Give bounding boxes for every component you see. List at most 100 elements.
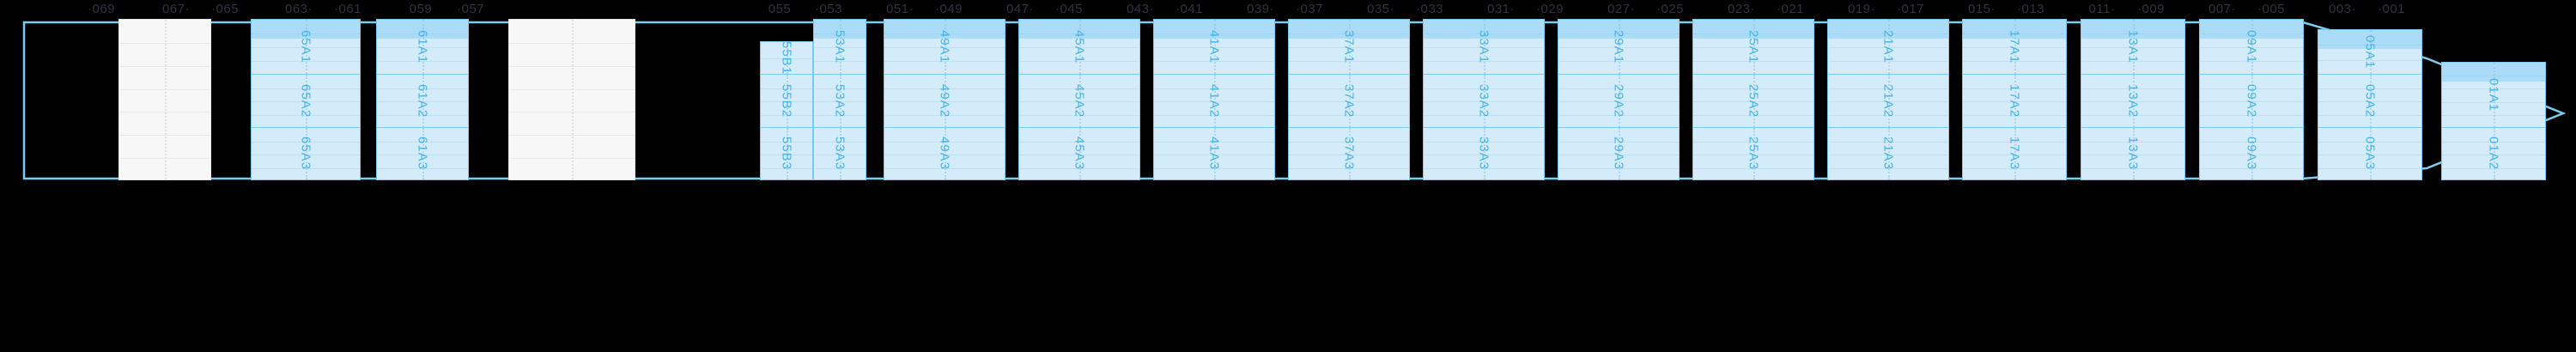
empty-bay-segment[interactable] [118, 19, 211, 180]
bay-segment[interactable]: 55B3 [760, 127, 813, 180]
bay-tick-label: ·001 [2377, 2, 2406, 16]
bay-segment[interactable]: 49A2 [884, 74, 1005, 127]
bay-segment[interactable]: 01A1 [2441, 62, 2546, 127]
tier-row-lines [1424, 20, 1544, 74]
bay-segment[interactable]: 09A1 [2199, 19, 2304, 74]
bay-tick-label: ·025 [1656, 2, 1685, 16]
bay-segment[interactable]: 65A3 [251, 127, 361, 180]
bay-centerline [2370, 75, 2372, 127]
bay-segment[interactable]: 25A1 [1692, 19, 1814, 74]
bay-segment[interactable]: 45A3 [1018, 127, 1140, 180]
bay-segment-header [2318, 30, 2421, 49]
tier-row-lines [1154, 128, 1274, 179]
bay-segment[interactable]: 37A2 [1288, 74, 1410, 127]
bay-segment[interactable]: 21A3 [1827, 127, 1949, 180]
bay-segment[interactable]: 41A2 [1153, 74, 1275, 127]
bay-tick-label: ·017 [1896, 2, 1925, 16]
bay-segment[interactable]: 17A1 [1962, 19, 2067, 74]
tier-row-lines [2200, 20, 2303, 74]
bay-centerline [2370, 30, 2372, 74]
bay-segment[interactable]: 13A3 [2081, 127, 2185, 180]
bay-segment[interactable]: 29A3 [1558, 127, 1680, 180]
bay-segment[interactable]: 55B1 [760, 41, 813, 74]
bay-segment[interactable]: 21A2 [1827, 74, 1949, 127]
bay-centerline [1484, 75, 1485, 127]
bay-tick-label: 007· [2208, 2, 2237, 16]
bay-segment[interactable]: 53A2 [813, 74, 866, 127]
bay-segment[interactable]: 25A3 [1692, 127, 1814, 180]
bay-segment[interactable]: 65A2 [251, 74, 361, 127]
tier-row-lines [377, 128, 468, 179]
bay-segment[interactable]: 65A1 [251, 19, 361, 74]
bay-segment[interactable]: 21A1 [1827, 19, 1949, 74]
bay-segment[interactable]: 41A1 [1153, 19, 1275, 74]
tier-row-lines [1693, 128, 1814, 179]
bay-segment[interactable]: 05A3 [2318, 127, 2422, 180]
bay-centerline [2494, 63, 2495, 127]
bay-segment[interactable]: 45A2 [1018, 74, 1140, 127]
empty-bay-segment[interactable] [508, 19, 635, 180]
bay-centerline [787, 128, 788, 179]
bay-segment[interactable]: 25A2 [1692, 74, 1814, 127]
bay-segment[interactable]: 49A3 [884, 127, 1005, 180]
bay-segment[interactable]: 09A3 [2199, 127, 2304, 180]
bay-segment-header [2081, 20, 2184, 39]
bay-57-empty[interactable] [508, 19, 635, 180]
bay-segment[interactable]: 37A3 [1288, 127, 1410, 180]
tier-row-lines [1154, 20, 1274, 74]
bay-segment[interactable]: 61A3 [376, 127, 469, 180]
bay-segment[interactable]: 29A1 [1558, 19, 1680, 74]
bay-segment[interactable]: 13A1 [2081, 19, 2185, 74]
tier-row-lines [1424, 75, 1544, 127]
bay-centerline [945, 20, 946, 74]
bay-segment[interactable]: 55B2 [760, 74, 813, 127]
bay-centerline [422, 20, 424, 74]
bay-segment[interactable]: 17A2 [1962, 74, 2067, 127]
bay-segment[interactable]: 53A3 [813, 127, 866, 180]
tier-row-lines [884, 75, 1005, 127]
bay-segment[interactable]: 09A2 [2199, 74, 2304, 127]
bay-segment[interactable]: 33A2 [1423, 74, 1545, 127]
bay-segment[interactable]: 33A1 [1423, 19, 1545, 74]
bay-segment[interactable]: 53A1 [813, 19, 866, 74]
bay-segment-header [2442, 63, 2545, 82]
bay-segment[interactable]: 61A2 [376, 74, 469, 127]
bay-tick-label: ·009 [2136, 2, 2166, 16]
bay-segment[interactable]: 05A1 [2318, 29, 2422, 74]
bay-segment[interactable]: 29A2 [1558, 74, 1680, 127]
bay-segment[interactable]: 01A2 [2441, 127, 2546, 180]
bay-centerline [1214, 75, 1216, 127]
bay-69[interactable] [118, 19, 211, 180]
bay-segment[interactable]: 33A3 [1423, 127, 1545, 180]
bay-segment[interactable]: 45A1 [1018, 19, 1140, 74]
bay-tick-label: ·041 [1175, 2, 1204, 16]
tier-row-lines [2081, 75, 2184, 127]
bay-segment[interactable]: 61A1 [376, 19, 469, 74]
bay-segment[interactable]: 37A1 [1288, 19, 1410, 74]
bay-segment-header [1693, 20, 1814, 39]
bay-segment[interactable]: 41A3 [1153, 127, 1275, 180]
bay-segment[interactable]: 49A1 [884, 19, 1005, 74]
bay-centerline [306, 20, 307, 74]
bay-segment[interactable]: 13A2 [2081, 74, 2185, 127]
bay-segment[interactable]: 05A2 [2318, 74, 2422, 127]
tier-row-lines [1289, 75, 1409, 127]
bay-segment[interactable]: 17A3 [1962, 127, 2067, 180]
